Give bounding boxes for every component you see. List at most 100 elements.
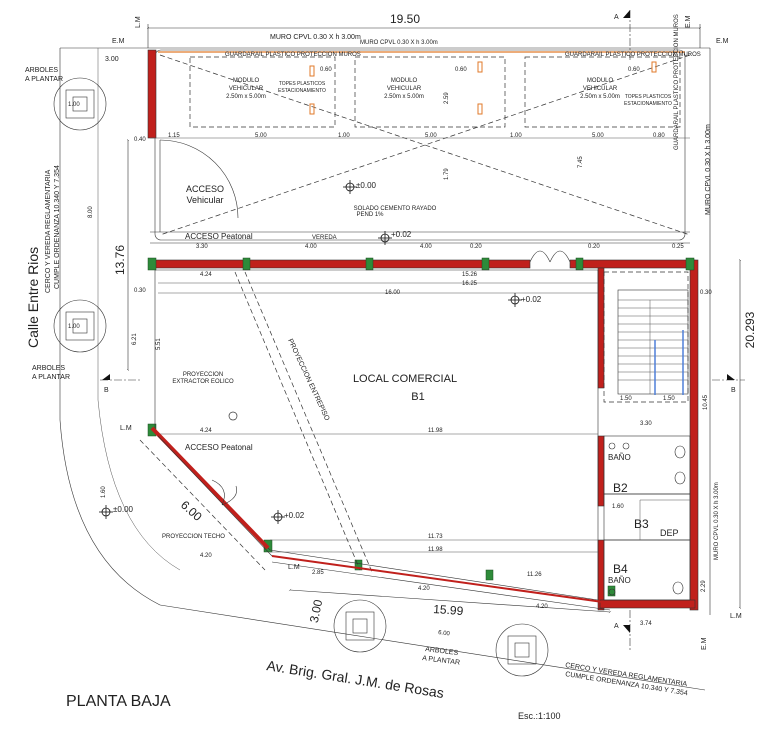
tree-3 bbox=[333, 599, 387, 653]
stops-1-l2: ESTACIONAMIENTO bbox=[278, 88, 326, 94]
dim-11-73: 11.73 bbox=[428, 534, 443, 540]
local-comercial-l1: LOCAL COMERCIAL bbox=[353, 373, 457, 385]
axis-lm-top: L.M bbox=[135, 16, 142, 28]
access-pedestrian-top: ACCESO Peatonal bbox=[185, 232, 253, 241]
dim-1-60-bath: 1.60 bbox=[612, 504, 624, 510]
guardrail-label-1: GUARDARAIL PLASTICO PROTECCION MUROS bbox=[225, 52, 361, 58]
dim-0-20-b: 0.20 bbox=[588, 244, 600, 250]
tree-1-dim: 1.00 bbox=[68, 102, 80, 108]
extractor-l2: EXTRACTOR EOLICO bbox=[172, 379, 234, 385]
dim-0-20: 0.20 bbox=[470, 244, 482, 250]
dim-5-00-c: 5.00 bbox=[592, 133, 604, 139]
dim-7-45: 7.45 bbox=[578, 156, 584, 168]
dim-6-00-trees: 6.00 bbox=[438, 630, 451, 637]
axis-lm-left: L.M bbox=[120, 425, 132, 432]
dim-1-50-b: 1.50 bbox=[663, 396, 675, 402]
local-comercial: 4.24 15.26 16.25 16.00 4.24 11.98 11.73 … bbox=[132, 269, 712, 601]
stops-1-l1: TOPES PLASTICOS bbox=[279, 81, 326, 87]
dim-1-00-b: 1.00 bbox=[510, 133, 522, 139]
dim-11-98-a: 11.98 bbox=[428, 428, 443, 434]
dim-1-79: 1.79 bbox=[444, 168, 450, 180]
sidewalk-note-left-l1: CERCO Y VEREDA REGLAMENTARIA bbox=[45, 169, 52, 293]
services: BAÑO B2 B3 DEP B4 BAÑO 1.60 2.29 3.74 MU… bbox=[603, 435, 720, 627]
dim-4-20-c: 4.20 bbox=[536, 604, 548, 610]
level-0-02-b: +0.02 bbox=[521, 295, 542, 304]
tree-2: 1.00 bbox=[53, 299, 107, 353]
local-comercial-l2: B1 bbox=[411, 391, 424, 403]
level-0-00-b: ±0.00 bbox=[113, 505, 134, 514]
trees-label-1-l1: ARBOLES bbox=[25, 67, 58, 74]
dim-offset: 3.00 bbox=[307, 598, 326, 624]
dim-3-30: 3.30 bbox=[196, 244, 208, 250]
module-3-size: 2.50m x 5.00m bbox=[580, 94, 620, 100]
solado-l1: SOLADO CEMENTO RAYADO bbox=[354, 206, 437, 212]
plan-title: PLANTA BAJA bbox=[66, 693, 171, 710]
bottom-service-wall bbox=[599, 599, 696, 609]
module-1-size: 2.50m x 5.00m bbox=[226, 94, 266, 100]
dim-0-30-a: 0.30 bbox=[134, 288, 146, 294]
dim-1-00-a: 1.00 bbox=[338, 133, 350, 139]
dim-10-45: 10.45 bbox=[703, 394, 709, 410]
room-dep: DEP bbox=[660, 528, 679, 538]
parking-area: GUARDARAIL PLASTICO PROTECCION MUROS MUR… bbox=[88, 14, 712, 241]
right-wall-note: GUARDARAIL PLASTICO PROTECCION MUROS bbox=[674, 14, 680, 150]
corner-entrance: ACCESO Peatonal 6.00 PROYECCION TECHO 4.… bbox=[99, 426, 611, 611]
dim-corner-6-00: 6.00 bbox=[178, 498, 205, 524]
overall-dimensions: 19.50 13.76 20.293 15.99 3.00 3.00 bbox=[105, 12, 757, 624]
top-wall-label-center: MURO CPVL 0.30 X h 3.00m bbox=[360, 40, 438, 46]
bath-wall-1 bbox=[597, 435, 605, 507]
axis-em-top-right: E.M bbox=[685, 15, 692, 28]
stops-3-l2: ESTACIONAMIENTO bbox=[624, 101, 672, 107]
dim-3-74: 3.74 bbox=[640, 621, 652, 627]
dim-right-height: 20.293 bbox=[743, 311, 757, 348]
axis-markers: A A B B L.M E.M E.M E.M L.M L.M L.M E.M bbox=[100, 10, 745, 650]
dim-8-00: 8.00 bbox=[88, 206, 94, 218]
vereda-band: ACCESO Peatonal VEREDA 3.30 4.00 4.00 0.… bbox=[150, 230, 690, 263]
dim-1-60: 1.60 bbox=[101, 486, 107, 498]
right-wall-label: MURO CPVL 0.30 X h 3.00m bbox=[705, 124, 712, 215]
dim-6-21: 6.21 bbox=[132, 333, 138, 345]
dim-16-25: 16.25 bbox=[462, 281, 478, 287]
level-0-00: ±0.00 bbox=[356, 181, 377, 190]
dim-3-30b: 3.30 bbox=[640, 421, 652, 427]
axis-em-right: E.M bbox=[716, 38, 729, 45]
proyeccion-entrepiso: PROYECCION ENTREPISO bbox=[286, 338, 330, 423]
axis-b-right: B bbox=[731, 387, 736, 394]
dim-left-height: 13.76 bbox=[113, 245, 127, 275]
dim-0-25: 0.25 bbox=[672, 244, 684, 250]
tree-1: 1.00 bbox=[53, 77, 107, 131]
right-wall bbox=[689, 259, 699, 611]
axis-em-top-left: E.M bbox=[112, 38, 125, 45]
trees-label-3-l2: A PLANTAR bbox=[422, 655, 461, 667]
right-wall-label-lower: MURO CPVL 0.30 X h 3.00m bbox=[714, 482, 720, 560]
room-b2: B2 bbox=[613, 481, 628, 495]
dim-0-80: 0.80 bbox=[653, 133, 665, 139]
stop-label-2: 0.60 bbox=[455, 67, 467, 73]
top-wall-left bbox=[149, 259, 531, 269]
access-vehicular-l2: Vehicular bbox=[186, 195, 223, 205]
vereda-label: VEREDA bbox=[312, 235, 337, 241]
sidewalk-note-left-l2: CUMPLE ORDENANZA 10.340 Y 7.354 bbox=[54, 165, 61, 289]
room-b3: B3 bbox=[634, 517, 649, 531]
module-2-size: 2.50m x 5.00m bbox=[384, 94, 424, 100]
bath-wall-2 bbox=[597, 539, 605, 611]
trees-label-3-l1: ARBOLES bbox=[425, 646, 459, 657]
dim-0-40: 0.40 bbox=[134, 137, 146, 143]
module-1-l1: MODULO bbox=[233, 78, 260, 84]
top-wall-right bbox=[569, 259, 696, 269]
trees-label-2-l1: ARBOLES bbox=[32, 365, 65, 372]
solado-l2: PEND 1% bbox=[356, 212, 384, 218]
left-wall-segment bbox=[147, 49, 157, 139]
axis-lm-right: L.M bbox=[730, 613, 742, 620]
site-outline bbox=[59, 47, 711, 691]
dim-2-59: 2.59 bbox=[444, 92, 450, 104]
access-pedestrian-corner: ACCESO Peatonal bbox=[185, 443, 253, 452]
room-bano-2: BAÑO bbox=[608, 576, 631, 585]
dim-11-98-b: 11.98 bbox=[428, 547, 443, 553]
dim-16-00: 16.00 bbox=[385, 290, 401, 296]
dim-4-00-b: 4.00 bbox=[420, 244, 432, 250]
top-wall-label: MURO CPVL 0.30 X h 3.00m bbox=[270, 34, 361, 41]
dim-15-26: 15.26 bbox=[462, 272, 478, 278]
dim-4-20-b: 4.20 bbox=[418, 586, 430, 592]
